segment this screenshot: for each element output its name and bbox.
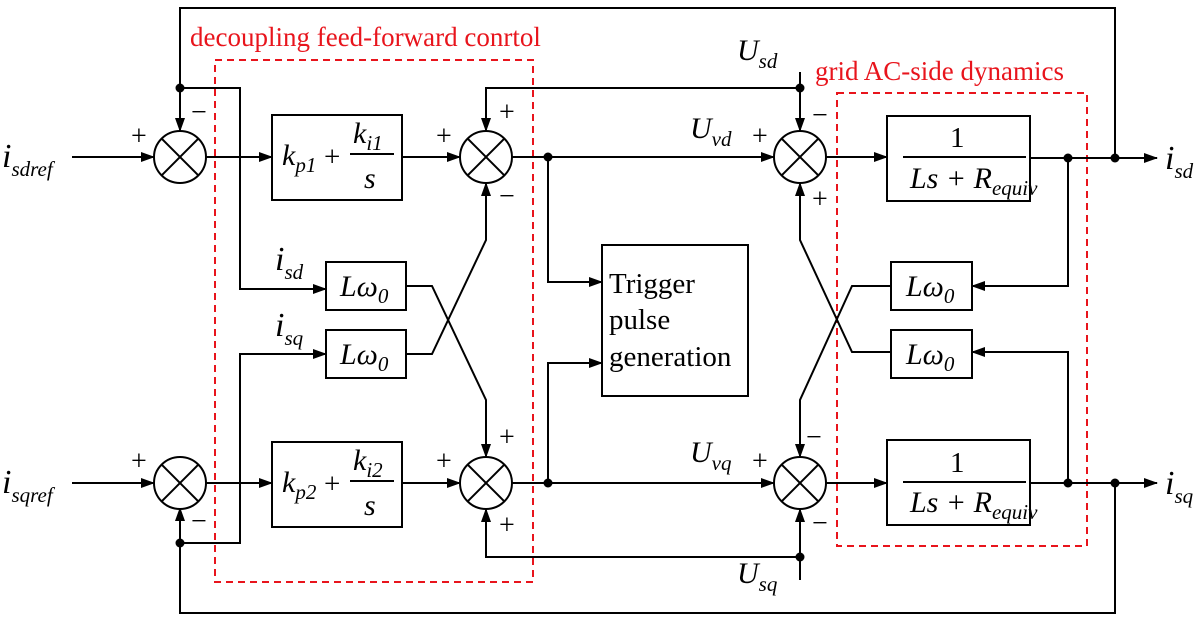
label-isd-output: isd <box>1165 140 1194 183</box>
label-isq-decouple: isq <box>275 307 304 350</box>
plant-d-den-sub: equiv <box>992 176 1038 200</box>
summer-signs: + − + − + + − + + + + − + + − − <box>131 97 828 541</box>
svg-text:Ls + Requiv: Ls + Requiv <box>909 486 1038 524</box>
svg-text:kp2: kp2 <box>282 466 317 504</box>
plant-q-num: 1 <box>950 447 965 479</box>
svg-text:+: + <box>752 446 768 477</box>
svg-text:+: + <box>131 446 147 477</box>
svg-text:−: − <box>191 97 207 128</box>
trigger-pulse-block: Trigger pulse generation <box>601 244 749 397</box>
svg-text:−: − <box>806 422 822 453</box>
trigger-line-2: pulse <box>609 304 670 336</box>
svg-text:+: + <box>499 422 515 453</box>
signal-wires <box>72 7 1158 614</box>
svg-text:+: + <box>752 121 768 152</box>
label-uvq: Uvq <box>690 436 732 475</box>
pi1-kp-sub: p1 <box>293 153 316 177</box>
lw0-block-grid-upper: Lω0 <box>890 261 973 311</box>
decoupling-region <box>214 59 534 583</box>
summing-junction-q-decouple <box>459 456 513 510</box>
svg-text:+: + <box>436 446 452 477</box>
summing-junction-d-decouple <box>459 130 513 184</box>
summing-junction-q-grid <box>773 456 827 510</box>
pi2-ki-sub: i2 <box>366 458 383 482</box>
pi1-ki-sub: i1 <box>366 131 382 155</box>
summing-junction-d-grid <box>773 130 827 184</box>
label-isqref: isqref <box>2 464 56 507</box>
label-isdref: isdref <box>2 138 56 181</box>
trigger-line-3: generation <box>609 341 732 373</box>
svg-text:Lω0: Lω0 <box>339 270 389 308</box>
pi2-kp-sub: p2 <box>293 480 317 504</box>
pi2-kp: k <box>282 466 296 499</box>
pi1-kp: k <box>282 139 296 172</box>
svg-text:+: + <box>812 184 828 215</box>
plant-d-den: Ls + R <box>909 162 992 195</box>
svg-text:+: + <box>499 510 515 541</box>
trigger-line-1: Trigger <box>609 268 695 300</box>
label-usd: Usd <box>737 34 778 73</box>
pi2-den: s <box>364 489 376 522</box>
lw0-block-decouple-d: Lω0 <box>325 261 407 311</box>
plant-q-den-sub: equiv <box>992 500 1038 524</box>
pi-controller-q-block: kp2 + ki2 s <box>271 441 403 528</box>
label-isd-decouple: isd <box>275 241 304 284</box>
plant-block-d: 1 Ls + Requiv <box>886 115 1038 202</box>
summing-junction-d-ref <box>153 130 207 184</box>
pi2-plus: + <box>324 468 340 500</box>
pi-controller-d-block: kp1 + ki1 s <box>271 114 403 201</box>
lw0-block-decouple-q: Lω0 <box>325 329 407 379</box>
svg-text:Lω0: Lω0 <box>905 338 955 376</box>
junction-dots <box>175 83 1120 562</box>
summing-junction-q-ref <box>153 456 207 510</box>
svg-text:+: + <box>499 97 515 128</box>
svg-text:+: + <box>436 121 452 152</box>
svg-text:+: + <box>131 121 147 152</box>
pi1-ki: k <box>353 117 367 150</box>
svg-text:ki2: ki2 <box>353 444 383 482</box>
svg-text:Ls + Requiv: Ls + Requiv <box>909 162 1038 200</box>
svg-text:−: − <box>812 508 828 539</box>
grid-region-title: grid AC-side dynamics <box>815 56 1064 86</box>
decoupling-region-title: decoupling feed-forward conrtol <box>190 22 541 52</box>
svg-text:Lω0: Lω0 <box>339 338 389 376</box>
pi2-ki: k <box>353 444 367 477</box>
lw0-block-grid-lower: Lω0 <box>890 329 973 379</box>
label-isq-output: isq <box>1165 465 1194 508</box>
svg-text:−: − <box>812 100 828 131</box>
plant-d-num: 1 <box>950 122 965 154</box>
svg-text:Lω0: Lω0 <box>905 270 955 308</box>
pi1-den: s <box>364 162 376 195</box>
svg-text:−: − <box>499 181 515 212</box>
label-usq: Usq <box>737 557 778 596</box>
svg-text:−: − <box>191 506 207 537</box>
pi1-plus: + <box>324 141 340 173</box>
plant-block-q: 1 Ls + Requiv <box>886 439 1038 526</box>
svg-text:kp1: kp1 <box>282 139 316 177</box>
svg-text:ki1: ki1 <box>353 117 383 155</box>
label-uvd: Uvd <box>690 112 732 151</box>
plant-q-den: Ls + R <box>909 486 992 519</box>
